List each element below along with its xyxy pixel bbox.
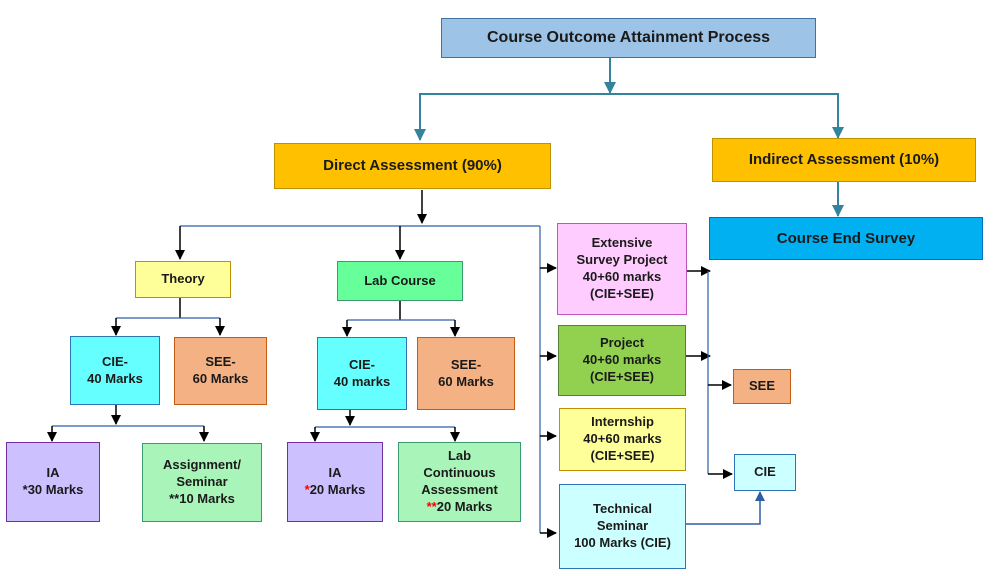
course-end-survey-text: Course End Survey <box>776 229 916 247</box>
extensive-line1: Extensive <box>591 235 653 251</box>
theory-cie-line1: CIE- <box>102 353 128 369</box>
lab-cie-line2: 40 marks <box>333 373 391 389</box>
theory-see-box: SEE- 60 Marks <box>174 337 267 405</box>
assignment-line3: **10 Marks <box>169 490 235 506</box>
lca-star: ** <box>426 498 437 514</box>
lca-line1: Lab <box>447 448 472 464</box>
theory-ia-line1: IA <box>46 465 60 481</box>
see-box: SEE <box>733 369 791 404</box>
technical-line2: Seminar <box>596 518 649 534</box>
internship-box: Internship 40+60 marks (CIE+SEE) <box>559 408 686 471</box>
technical-line1: Technical <box>592 501 652 517</box>
internship-line3: (CIE+SEE) <box>590 447 655 463</box>
cie-box: CIE <box>734 454 796 491</box>
technical-seminar-box: Technical Seminar 100 Marks (CIE) <box>559 484 686 569</box>
theory-ia-line2: *30 Marks <box>22 482 84 497</box>
see-text: SEE <box>748 378 775 394</box>
cie-text: CIE <box>754 464 776 480</box>
extensive-line3: 40+60 marks <box>582 269 662 284</box>
project-line3: (CIE+SEE) <box>590 368 654 384</box>
extensive-line4: (CIE+SEE) <box>590 285 654 301</box>
assignment-line2: Seminar <box>176 474 228 490</box>
theory-cie-box: CIE- 40 Marks <box>70 336 160 405</box>
lab-course-box: Lab Course <box>337 261 463 301</box>
course-end-survey-box: Course End Survey <box>709 217 983 260</box>
lca-line4: **20 Marks <box>427 499 493 516</box>
lca-line3: Assessment <box>421 482 498 497</box>
assignment-line1: Assignment/ <box>162 457 241 473</box>
lab-see-box: SEE- 60 Marks <box>417 337 515 410</box>
project-box: Project 40+60 marks (CIE+SEE) <box>558 325 686 396</box>
internship-line1: Internship <box>591 414 654 430</box>
indirect-assessment-box: Indirect Assessment (10%) <box>712 138 976 182</box>
internship-line2: 40+60 marks <box>583 431 662 447</box>
lab-ia-line1: IA <box>328 465 342 481</box>
title-text: Course Outcome Attainment Process <box>486 28 771 46</box>
lca-line2: Continuous <box>423 465 496 481</box>
lab-cie-box: CIE- 40 marks <box>317 337 407 410</box>
theory-text: Theory <box>161 271 205 287</box>
project-line1: Project <box>599 335 645 351</box>
theory-box: Theory <box>135 261 231 298</box>
lab-see-line2: 60 Marks <box>438 373 494 389</box>
theory-see-line1: SEE- <box>205 354 236 370</box>
theory-cie-line2: 40 Marks <box>87 370 143 386</box>
lab-see-line1: SEE- <box>450 356 482 372</box>
technical-line3: 100 Marks (CIE) <box>574 534 671 550</box>
lab-continuous-assessment-box: Lab Continuous Assessment **20 Marks <box>398 442 521 522</box>
assignment-seminar-box: Assignment/ Seminar **10 Marks <box>142 443 262 522</box>
title-box: Course Outcome Attainment Process <box>441 18 816 58</box>
lab-ia-box: IA *20 Marks <box>287 442 383 522</box>
extensive-survey-project-box: Extensive Survey Project 40+60 marks (CI… <box>557 223 687 315</box>
theory-see-line2: 60 Marks <box>192 371 249 386</box>
lab-cie-line1: CIE- <box>349 356 375 372</box>
project-line2: 40+60 marks <box>582 352 662 368</box>
indirect-assessment-text: Indirect Assessment (10%) <box>748 151 940 169</box>
lab-ia-line2: *20 Marks <box>305 482 366 499</box>
lab-course-text: Lab Course <box>364 272 436 288</box>
lca-marks: 20 Marks <box>436 498 493 514</box>
direct-assessment-text: Direct Assessment (90%) <box>323 157 502 175</box>
lab-ia-marks: 20 Marks <box>309 482 366 497</box>
lab-ia-star: * <box>304 482 310 497</box>
direct-assessment-box: Direct Assessment (90%) <box>274 143 551 189</box>
theory-ia-box: IA *30 Marks <box>6 442 100 522</box>
extensive-line2: Survey Project <box>576 252 668 268</box>
